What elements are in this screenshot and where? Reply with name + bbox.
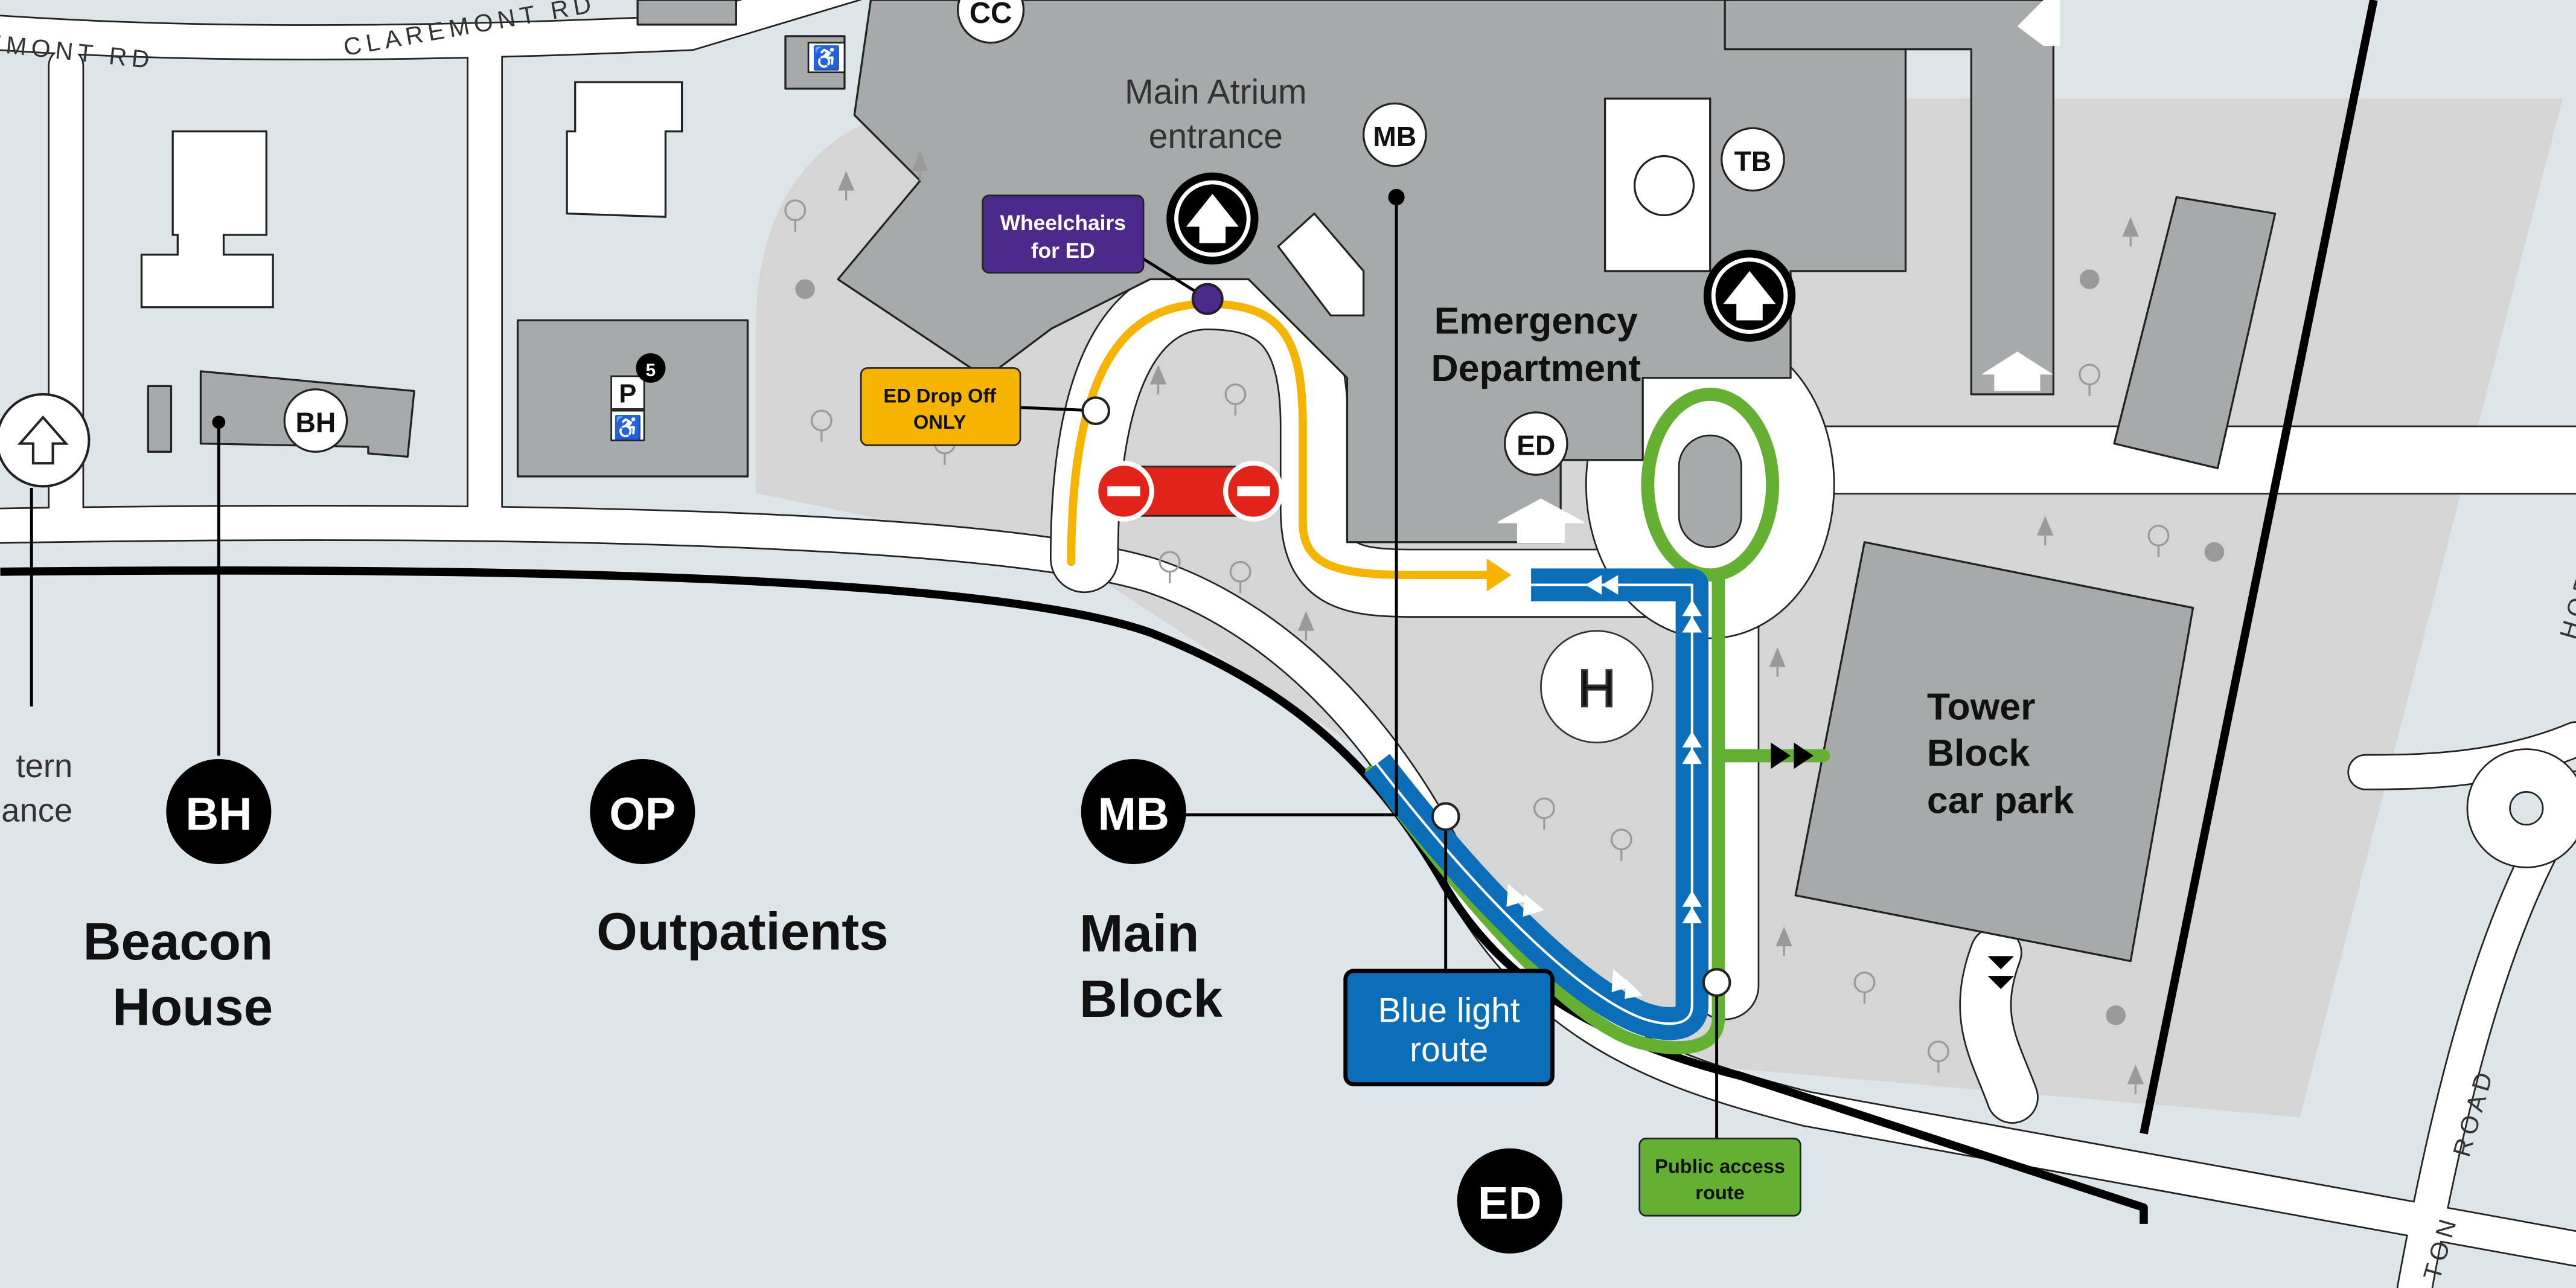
main-atrium-label: Main Atrium entrance [1125, 72, 1307, 155]
route-point [1431, 802, 1460, 831]
beacon-line-1: Beacon [83, 912, 273, 971]
badge-ed-label: ED [1517, 430, 1555, 461]
blue-light-label-2: route [1410, 1031, 1488, 1069]
up-arrow-icon [0, 392, 91, 488]
public-access-callout: Public access route [1638, 1138, 1801, 1217]
badge-tb: TB [1721, 127, 1785, 192]
badge-mb: MB [1363, 102, 1427, 167]
badge-bh-label: BH [295, 407, 336, 438]
big-badge-ed-label: ED [1478, 1178, 1542, 1229]
parking-label: P [619, 380, 636, 409]
helipad-label: H [1578, 659, 1616, 718]
big-badge-op-label: OP [609, 789, 676, 840]
big-badge-mb: MB [1081, 758, 1186, 865]
wheelchairs-label-2: for ED [1031, 239, 1095, 263]
no-entry-icon [1223, 461, 1284, 522]
wheelchairs-label-1: Wheelchairs [1000, 211, 1126, 235]
beacon-line-2: House [112, 978, 273, 1037]
ed-drop-off-label-2: ONLY [913, 411, 967, 433]
svg-text:♿: ♿ [812, 45, 840, 71]
no-entry-icon [1093, 461, 1154, 522]
western-entrance-label: tern ance [1, 748, 72, 828]
route-point [1702, 968, 1731, 997]
emergency-department-label: Emergency Department [1431, 300, 1641, 389]
western-line-1: tern [16, 748, 72, 784]
ed-drop-off-callout: ED Drop Off ONLY [860, 367, 1021, 446]
tower-line-2: Block [1927, 732, 2030, 774]
leader-lines [30, 197, 1719, 1139]
parking-number: 5 [646, 360, 656, 380]
helipad-icon: H [1540, 630, 1654, 744]
ed-route-arrow [1486, 559, 1512, 592]
main-atrium-line-2: entrance [1149, 117, 1283, 156]
parking-icon: P 5 [610, 353, 666, 410]
chevron-icon [1771, 742, 1814, 769]
chevron-icon [1987, 956, 2015, 989]
outpatients-label: Outpatients [596, 903, 889, 961]
blue-route-chevrons [1506, 575, 1702, 999]
main-block-label: Main Block [1079, 904, 1223, 1028]
big-badge-mb-label: MB [1098, 789, 1169, 840]
tower-block-label: Tower Block car park [1927, 686, 2074, 822]
western-line-2: ance [1, 792, 72, 828]
badge-bh: BH [283, 388, 348, 453]
blue-light-route [1363, 568, 1708, 1040]
public-access-label-1: Public access [1655, 1155, 1785, 1177]
trees [784, 150, 2225, 1095]
badge-ed: ED [1503, 411, 1568, 476]
main-block-line-2: Block [1079, 970, 1223, 1028]
ed-drop-off-route [1067, 300, 1491, 580]
big-badge-ed: ED [1457, 1148, 1562, 1254]
main-block-line-1: Main [1079, 904, 1199, 963]
emergency-line-1: Emergency [1434, 300, 1638, 342]
public-access-label-2: route [1695, 1181, 1745, 1203]
route-point [1191, 283, 1224, 315]
wheelchair-icon: ♿ [807, 42, 846, 74]
badge-cc-label: CC [970, 0, 1012, 30]
big-badge-bh: BH [166, 758, 272, 865]
tower-line-3: car park [1927, 780, 2074, 822]
up-arrow-icon [1166, 172, 1259, 265]
badge-mb-label: MB [1373, 121, 1416, 152]
svg-text:♿: ♿ [613, 414, 642, 441]
main-atrium-line-1: Main Atrium [1125, 72, 1307, 111]
emergency-line-2: Department [1431, 347, 1641, 389]
badge-cc: CC [957, 0, 1025, 44]
wheelchair-icon: ♿ [610, 409, 645, 441]
big-badge-bh-label: BH [185, 789, 252, 840]
badge-tb-label: TB [1734, 146, 1772, 177]
wheelchairs-callout: Wheelchairs for ED [982, 194, 1145, 274]
big-badge-op: OP [590, 758, 695, 865]
blue-light-label-1: Blue light [1378, 991, 1520, 1030]
up-arrow-icon [1703, 249, 1796, 342]
up-arrow-icon [1498, 0, 2060, 543]
route-point [1081, 396, 1110, 425]
blue-light-callout: Blue light route [1343, 969, 1555, 1087]
ed-drop-off-label-1: ED Drop Off [883, 385, 996, 407]
beacon-house-label: Beacon House [83, 912, 273, 1037]
tower-line-1: Tower [1927, 686, 2036, 728]
